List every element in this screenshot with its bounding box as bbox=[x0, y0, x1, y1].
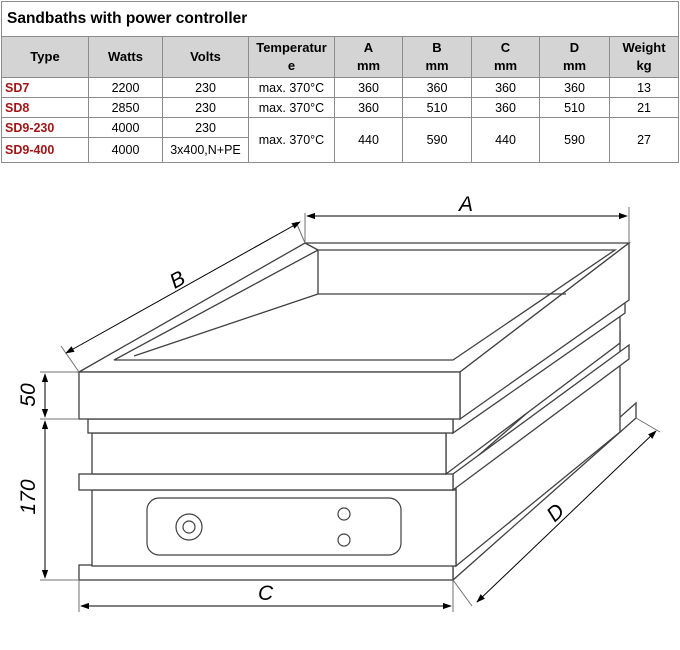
header-temperature-line2: e bbox=[287, 58, 296, 73]
cell-type: SD8 bbox=[1, 97, 89, 118]
table-row-sd7: SD7 2200 230 max. 370°C 360 360 360 360 … bbox=[1, 77, 680, 98]
spec-table: Sandbaths with power controller Type Wat… bbox=[0, 1, 680, 163]
cell-volts: 230 bbox=[162, 117, 249, 138]
sandbath-dimension-drawing: A B C D 50 170 bbox=[17, 193, 661, 612]
dim-a-label: A bbox=[457, 193, 473, 216]
power-knob-inner bbox=[182, 520, 196, 534]
cell-volts: 230 bbox=[162, 97, 249, 118]
header-c-line1: C bbox=[500, 40, 511, 55]
header-temperature-line1: Temperatur bbox=[256, 40, 327, 55]
cell-b-sd9: 590 bbox=[402, 117, 472, 163]
cell-c-sd9: 440 bbox=[471, 117, 540, 163]
table-row-sd8: SD8 2850 230 max. 370°C 360 510 360 510 … bbox=[1, 97, 680, 118]
indicator-lamp-top bbox=[337, 507, 351, 521]
header-weight-line1: Weight bbox=[622, 40, 666, 55]
cell-d-sd9: 590 bbox=[539, 117, 610, 163]
cell-temp-sd9: max. 370°C bbox=[248, 117, 335, 163]
table-row-sd9-230: SD9-230 4000 230 max. 370°C 440 590 440 … bbox=[1, 117, 680, 163]
cell-c: 360 bbox=[471, 77, 540, 98]
dim-d-label: D bbox=[542, 499, 569, 526]
cell-b: 510 bbox=[402, 97, 472, 118]
cell-a: 360 bbox=[334, 97, 403, 118]
cell-b: 360 bbox=[402, 77, 472, 98]
cell-temp: max. 370°C bbox=[248, 97, 335, 118]
header-temperature: Temperatur e bbox=[248, 36, 335, 78]
dim-b-line bbox=[65, 221, 301, 354]
header-b-line1: B bbox=[432, 40, 442, 55]
header-weight: Weight kg bbox=[608, 36, 680, 78]
upper-block-front bbox=[91, 432, 447, 475]
cell-type: SD9-400 bbox=[1, 137, 89, 163]
cell-volts: 3x400,N+PE bbox=[162, 137, 249, 163]
cell-c: 360 bbox=[471, 97, 540, 118]
header-a-line2: mm bbox=[356, 58, 381, 73]
header-watts: Watts bbox=[88, 36, 163, 78]
cell-volts: 230 bbox=[162, 77, 249, 98]
cell-a-sd9: 440 bbox=[334, 117, 403, 163]
header-a-line1: A bbox=[363, 40, 374, 55]
header-type: Type bbox=[1, 36, 89, 78]
cell-a: 360 bbox=[334, 77, 403, 98]
table-title: Sandbaths with power controller bbox=[0, 1, 680, 37]
cell-weight: 21 bbox=[608, 97, 680, 118]
collar-front bbox=[87, 418, 454, 434]
cell-watts: 2200 bbox=[88, 77, 163, 98]
base-plate-front bbox=[78, 564, 454, 581]
cell-watts: 4000 bbox=[88, 137, 163, 163]
dim-bottom-height-label: 170 bbox=[17, 479, 40, 514]
header-d-line2: mm bbox=[562, 58, 587, 73]
cell-watts: 2850 bbox=[88, 97, 163, 118]
dim-b-label: B bbox=[166, 267, 189, 294]
table-row-sd9-400: SD9-400 4000 3x400,N+PE bbox=[1, 137, 679, 163]
header-weight-line2: kg bbox=[636, 58, 652, 73]
header-volts: Volts bbox=[162, 36, 249, 78]
dim-c-label: C bbox=[258, 582, 274, 605]
cell-d: 510 bbox=[539, 97, 610, 118]
tray-front bbox=[78, 371, 461, 420]
header-b-line2: mm bbox=[425, 58, 449, 73]
cell-type: SD7 bbox=[1, 77, 89, 98]
cell-d: 360 bbox=[539, 77, 610, 98]
header-d-line1: D bbox=[569, 40, 580, 55]
header-c-line2: mm bbox=[493, 58, 518, 73]
cell-watts: 4000 bbox=[88, 117, 163, 138]
indicator-lamp-bottom bbox=[337, 533, 351, 547]
dim-d-line bbox=[476, 430, 657, 603]
dim-top-height-label: 50 bbox=[17, 383, 40, 407]
dimension-lines bbox=[40, 207, 661, 612]
flange-front bbox=[78, 473, 454, 491]
cell-temp: max. 370°C bbox=[248, 77, 335, 98]
cell-weight: 13 bbox=[608, 77, 680, 98]
control-panel bbox=[146, 497, 402, 556]
cell-type: SD9-230 bbox=[1, 117, 89, 138]
cell-weight-sd9: 27 bbox=[608, 117, 680, 163]
